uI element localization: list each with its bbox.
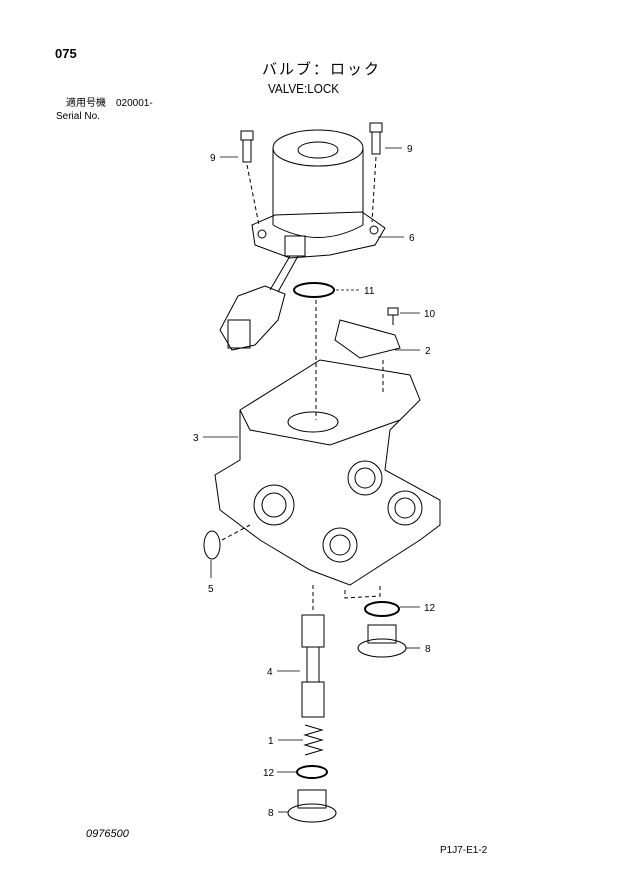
plate-2 xyxy=(334,319,401,359)
connector-cable xyxy=(219,235,306,351)
callout-12-upper: 12 xyxy=(424,603,436,614)
document-number: 0976500 xyxy=(86,828,129,840)
screw-10 xyxy=(387,307,399,325)
callout-9-left: 9 xyxy=(210,153,216,164)
plug-8-lower xyxy=(287,789,337,823)
callout-12-lower: 12 xyxy=(263,768,275,779)
applicability-label: 適用号機 020001- xyxy=(66,98,153,109)
plug-8-upper xyxy=(357,624,407,658)
reference-code: P1J7-E1-2 xyxy=(440,845,488,856)
callout-1: 1 xyxy=(268,736,274,747)
callout-5: 5 xyxy=(208,584,214,595)
callout-8-lower: 8 xyxy=(268,808,274,819)
o-ring-12-upper xyxy=(364,601,400,617)
bolt-9-right xyxy=(369,122,383,155)
callout-9-right: 9 xyxy=(407,144,413,155)
callout-2: 2 xyxy=(425,346,431,357)
callout-4: 4 xyxy=(267,667,273,678)
valve-body-3 xyxy=(214,359,441,586)
o-ring-12-lower xyxy=(296,765,328,779)
title-japanese: バルブ：ロック xyxy=(262,61,382,78)
callout-3: 3 xyxy=(193,433,199,444)
callout-6: 6 xyxy=(409,233,415,244)
spring-1 xyxy=(303,724,324,756)
spool-4 xyxy=(301,614,325,718)
bolt-9-left xyxy=(240,130,254,163)
callout-8-upper: 8 xyxy=(425,644,431,655)
solenoid-6 xyxy=(251,129,386,259)
title-english: VALVE:LOCK xyxy=(268,81,340,96)
serial-label: Serial No. xyxy=(56,111,100,122)
callout-11: 11 xyxy=(364,286,375,297)
callout-10: 10 xyxy=(424,309,436,320)
leader-lines xyxy=(203,147,420,813)
page-number: 075 xyxy=(55,46,77,61)
o-ring-11 xyxy=(293,282,335,298)
washer-5 xyxy=(203,530,221,560)
